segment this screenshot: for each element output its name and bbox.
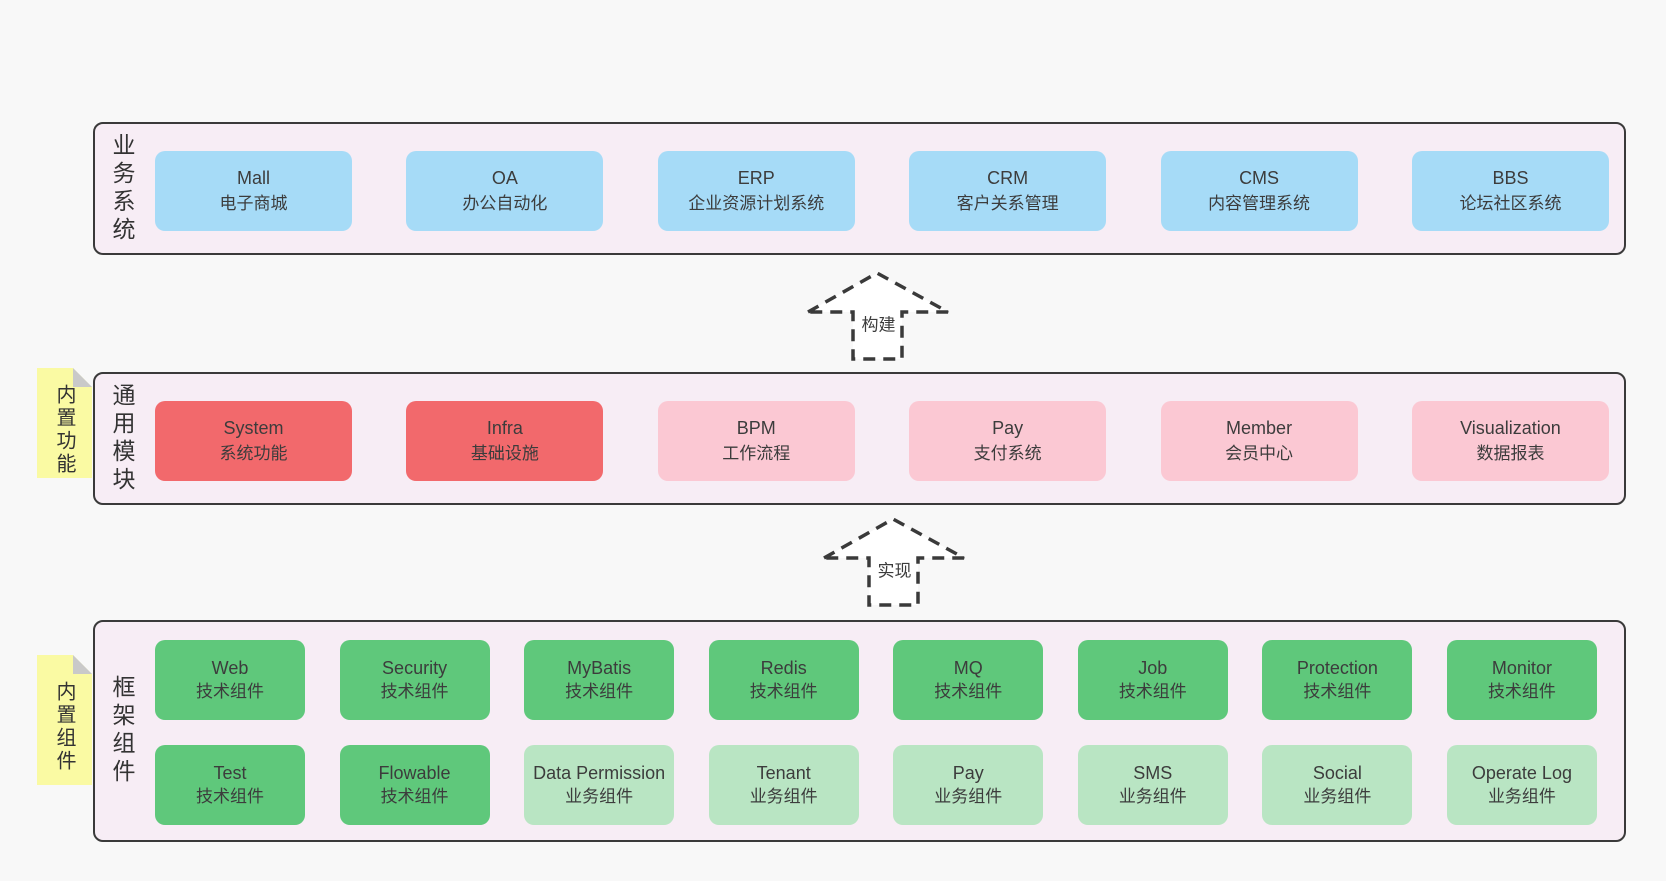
box-system: System 系统功能: [155, 401, 352, 481]
box-pay-module: Pay 支付系统: [909, 401, 1107, 481]
layer-common-modules-label: 通用模块: [109, 382, 135, 495]
box-bbs: BBS 论坛社区系统: [1411, 151, 1609, 231]
box-protection: Protection 技术组件: [1262, 640, 1413, 720]
sticky-built-in-features-label: 内置功能: [53, 384, 75, 476]
box-oa: OA 办公自动化: [406, 151, 604, 231]
box-pay-component: Pay 业务组件: [893, 745, 1044, 825]
box-bpm: BPM 工作流程: [657, 401, 855, 481]
framework-boxes-row-1: Web 技术组件 Security 技术组件 MyBatis 技术组件 Redi…: [155, 640, 1597, 720]
box-tenant: Tenant 业务组件: [708, 745, 859, 825]
box-crm: CRM 客户关系管理: [909, 151, 1107, 231]
box-data-permission: Data Permission 业务组件: [524, 745, 675, 825]
sticky-built-in-components: 内置组件: [37, 655, 92, 785]
box-cms: CMS 内容管理系统: [1160, 151, 1358, 231]
arrow-build: 构建: [806, 269, 951, 361]
business-boxes-row: Mall 电子商城 OA 办公自动化 ERP 企业资源计划系统 CRM 客户关系…: [155, 151, 1609, 231]
layer-common-modules: 通用模块 System 系统功能 Infra 基础设施 BPM 工作流程 Pay…: [93, 372, 1626, 505]
box-social: Social 业务组件: [1262, 745, 1413, 825]
box-mall: Mall 电子商城: [155, 151, 352, 231]
box-operate-log: Operate Log 业务组件: [1446, 745, 1597, 825]
arrow-implement-label: 实现: [874, 555, 915, 583]
box-visualization: Visualization 数据报表: [1411, 401, 1609, 481]
layer-business-systems-label: 业务系统: [109, 132, 135, 245]
box-erp: ERP 企业资源计划系统: [657, 151, 855, 231]
box-flowable: Flowable 技术组件: [339, 745, 490, 825]
layer-framework-components: 框架组件 Web 技术组件 Security 技术组件 MyBatis 技术组件…: [93, 620, 1626, 842]
sticky-built-in-components-label: 内置组件: [53, 681, 75, 773]
layer-business-systems: 业务系统 Mall 电子商城 OA 办公自动化 ERP 企业资源计划系统 CRM…: [93, 122, 1626, 255]
box-monitor: Monitor 技术组件: [1446, 640, 1597, 720]
sticky-built-in-features: 内置功能: [37, 368, 92, 478]
box-redis: Redis 技术组件: [708, 640, 859, 720]
modules-boxes-row: System 系统功能 Infra 基础设施 BPM 工作流程 Pay 支付系统…: [155, 401, 1609, 481]
layer-framework-components-label: 框架组件: [109, 675, 135, 787]
arrow-build-label: 构建: [858, 309, 899, 337]
box-web: Web 技术组件: [155, 640, 305, 720]
box-test: Test 技术组件: [155, 745, 305, 825]
box-mybatis: MyBatis 技术组件: [524, 640, 675, 720]
framework-boxes-row-2: Test 技术组件 Flowable 技术组件 Data Permission …: [155, 745, 1597, 825]
box-security: Security 技术组件: [339, 640, 490, 720]
arrow-implement: 实现: [822, 515, 967, 607]
box-mq: MQ 技术组件: [893, 640, 1044, 720]
box-job: Job 技术组件: [1077, 640, 1228, 720]
box-member: Member 会员中心: [1160, 401, 1358, 481]
box-infra: Infra 基础设施: [406, 401, 604, 481]
box-sms: SMS 业务组件: [1077, 745, 1228, 825]
